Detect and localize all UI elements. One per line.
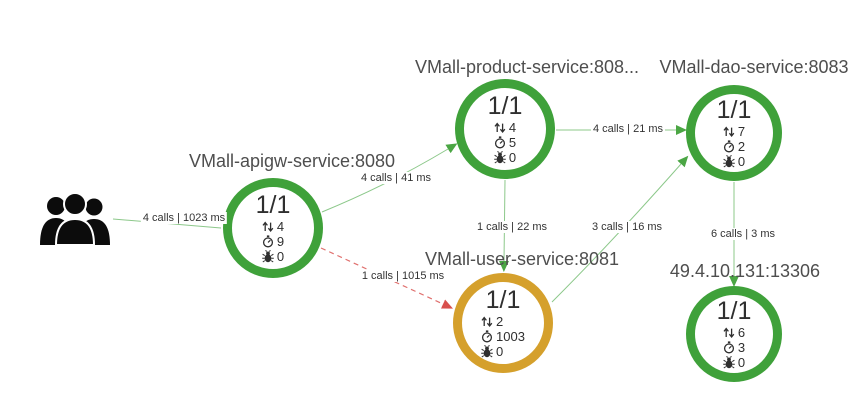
edge-label-product-user: 1 calls | 22 ms bbox=[474, 221, 550, 233]
edge-label-product-dao: 4 calls | 21 ms bbox=[590, 123, 666, 135]
stopwatch-icon bbox=[723, 140, 734, 153]
edge-product-to-user[interactable] bbox=[499, 179, 509, 272]
errors-value: 0 bbox=[737, 154, 746, 170]
instances-count: 1/1 bbox=[716, 296, 752, 325]
throughput-arrows-icon bbox=[723, 328, 735, 338]
latency-value: 9 bbox=[276, 234, 285, 250]
bug-icon bbox=[481, 345, 494, 358]
service-node-user[interactable]: 1/1 2 1003 0 bbox=[453, 273, 553, 373]
calls-value: 2 bbox=[496, 314, 504, 330]
edge-label-apigw-product: 4 calls | 41 ms bbox=[358, 172, 434, 184]
throughput-arrows-icon bbox=[723, 127, 735, 137]
bug-icon bbox=[261, 250, 274, 263]
calls-value: 6 bbox=[737, 325, 746, 341]
throughput-arrows-icon bbox=[262, 222, 274, 232]
errors-value: 0 bbox=[508, 150, 517, 166]
stopwatch-icon bbox=[481, 330, 493, 343]
users-icon bbox=[40, 192, 110, 246]
edge-label-users-apigw: 4 calls | 1023 ms bbox=[140, 212, 228, 224]
stopwatch-icon bbox=[723, 341, 734, 354]
throughput-arrows-icon bbox=[494, 123, 506, 133]
instances-count: 1/1 bbox=[716, 95, 752, 124]
instances-count: 1/1 bbox=[485, 285, 521, 314]
edge-label-apigw-user: 1 calls | 1015 ms bbox=[359, 270, 447, 282]
latency-value: 3 bbox=[737, 340, 746, 356]
node-title-product: VMall-product-service:808... bbox=[414, 57, 640, 77]
latency-value: 5 bbox=[508, 135, 517, 151]
stopwatch-icon bbox=[262, 235, 273, 248]
node-title-apigw: VMall-apigw-service:8080 bbox=[188, 151, 396, 171]
edge-user-to-dao[interactable] bbox=[551, 155, 689, 303]
bug-icon bbox=[722, 155, 735, 168]
node-title-dao: VMall-dao-service:8083 bbox=[659, 57, 849, 77]
edge-label-user-dao: 3 calls | 16 ms bbox=[589, 221, 665, 233]
service-node-product[interactable]: 1/1 4 5 0 bbox=[455, 79, 555, 179]
service-node-apigw[interactable]: 1/1 4 9 0 bbox=[223, 178, 323, 278]
calls-value: 7 bbox=[737, 124, 746, 140]
stopwatch-icon bbox=[494, 136, 505, 149]
errors-value: 0 bbox=[496, 344, 504, 360]
node-title-user: VMall-user-service:8081 bbox=[424, 249, 620, 269]
errors-value: 0 bbox=[276, 249, 285, 265]
throughput-arrows-icon bbox=[481, 317, 493, 327]
bug-icon bbox=[722, 356, 735, 369]
latency-value: 1003 bbox=[496, 329, 525, 345]
bug-icon bbox=[493, 151, 506, 164]
service-node-dao[interactable]: 1/1 7 2 0 bbox=[686, 85, 782, 181]
node-title-db: 49.4.10.131:13306 bbox=[669, 261, 821, 281]
calls-value: 4 bbox=[508, 120, 517, 136]
users-entry[interactable] bbox=[36, 192, 114, 250]
edge-label-dao-db: 6 calls | 3 ms bbox=[709, 228, 777, 240]
latency-value: 2 bbox=[737, 139, 746, 155]
instances-count: 1/1 bbox=[487, 91, 523, 120]
instances-count: 1/1 bbox=[255, 190, 291, 219]
service-node-db[interactable]: 1/1 6 3 0 bbox=[686, 286, 782, 382]
errors-value: 0 bbox=[737, 355, 746, 371]
calls-value: 4 bbox=[276, 219, 285, 235]
